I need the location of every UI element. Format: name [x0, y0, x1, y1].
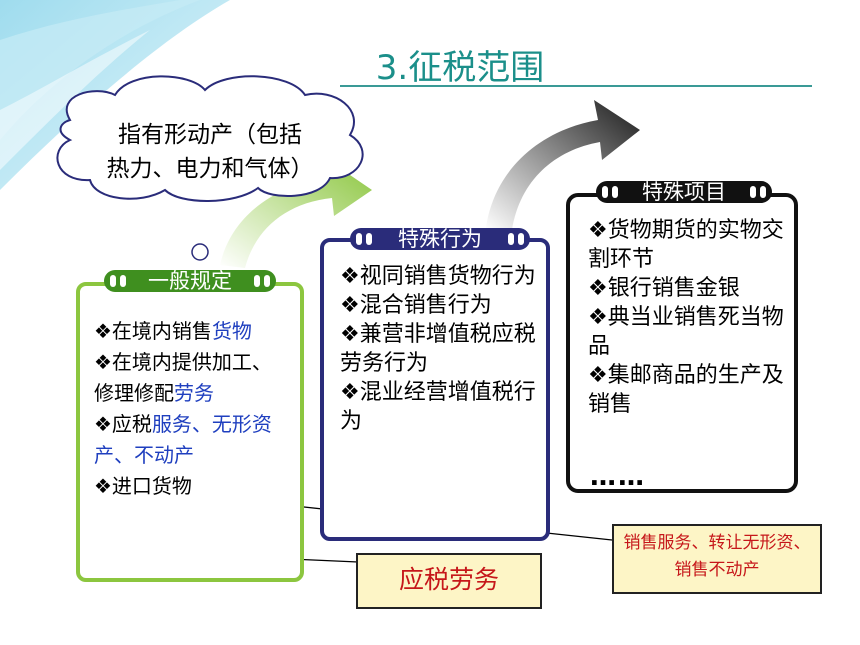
special-items-header: 特殊项目 — [596, 181, 772, 203]
list-item: ❖进口货物 — [94, 474, 192, 498]
special-acts-title: 特殊行为 — [398, 227, 482, 251]
list-item: ❖应税服务、无形资产、不动产 — [94, 412, 272, 467]
list-item: ❖集邮商品的生产及销售 — [588, 363, 784, 417]
cloud-line-2: 热力、电力和气体） — [106, 156, 314, 182]
list-item: ❖在境内销售货物 — [94, 319, 252, 343]
taxable-service-note: 销售服务、转让无形资、销售不动产 — [612, 524, 822, 594]
special-acts-header: 特殊行为 — [350, 228, 530, 250]
list-item: ❖混合销售行为 — [340, 293, 492, 318]
dark-arrow — [486, 100, 640, 230]
list-item: ❖视同销售货物行为 — [340, 264, 536, 289]
special-items-box — [566, 193, 798, 493]
list-item: ❖货物期货的实物交割环节 — [588, 218, 784, 272]
special-acts-list: ❖视同销售货物行为 ❖混合销售行为 ❖兼营非增值税应税劳务行为 ❖混业经营增值税… — [340, 262, 540, 436]
page-title: 3.征税范围 — [375, 48, 545, 88]
general-rules-header: 一般规定 — [104, 270, 276, 292]
special-items-title: 特殊项目 — [642, 180, 726, 204]
list-item: ❖兼营非增值税应税劳务行为 — [340, 322, 536, 376]
list-item: ❖银行销售金银 — [588, 276, 740, 301]
special-items-list: ❖货物期货的实物交割环节 ❖银行销售金银 ❖典当业销售死当物品 ❖集邮商品的生产… — [588, 216, 788, 419]
title-underline — [340, 85, 812, 87]
list-item: ❖混业经营增值税行为 — [340, 380, 536, 434]
cloud-note: 指有形动产（包括 热力、电力和气体） — [85, 118, 335, 186]
taxable-labor-note: 应税劳务 — [356, 553, 542, 609]
special-acts-box — [320, 238, 550, 541]
general-rules-list: ❖在境内销售货物 ❖在境内提供加工、修理修配劳务 ❖应税服务、无形资产、不动产 … — [94, 316, 284, 502]
general-rules-title: 一般规定 — [148, 269, 232, 293]
green-arrow — [220, 160, 372, 268]
list-item: ❖在境内提供加工、修理修配劳务 — [94, 350, 272, 405]
cloud-line-1: 指有形动产（包括 — [118, 122, 302, 148]
cloud-shape — [56, 75, 364, 202]
list-item: ❖典当业销售死当物品 — [588, 305, 784, 359]
special-items-ellipsis: …… — [590, 462, 646, 492]
